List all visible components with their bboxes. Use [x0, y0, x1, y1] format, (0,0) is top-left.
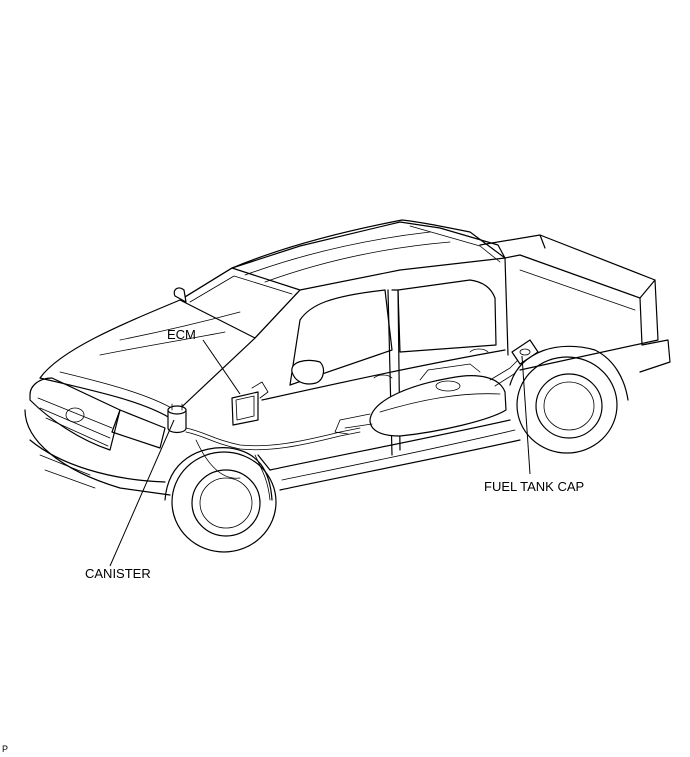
fuel-tank-cap-label: FUEL TANK CAP — [484, 479, 585, 494]
evap-lines — [185, 427, 361, 501]
canister-leader-line — [109, 419, 175, 567]
figure-code-label: P — [2, 744, 9, 754]
fuel-tank-cap-leader-line — [521, 355, 531, 475]
truck-body — [24, 219, 671, 501]
fuel-tank — [334, 359, 523, 437]
front-wheel — [171, 451, 277, 553]
ecm-leader-line — [202, 339, 241, 395]
canister-label: CANISTER — [85, 566, 151, 581]
fuel-tank-cap-unit — [511, 339, 539, 365]
ecm-unit — [231, 381, 269, 426]
ecm-label: ECM — [167, 327, 196, 342]
canister-unit — [167, 403, 187, 434]
rear-wheel — [516, 356, 618, 454]
